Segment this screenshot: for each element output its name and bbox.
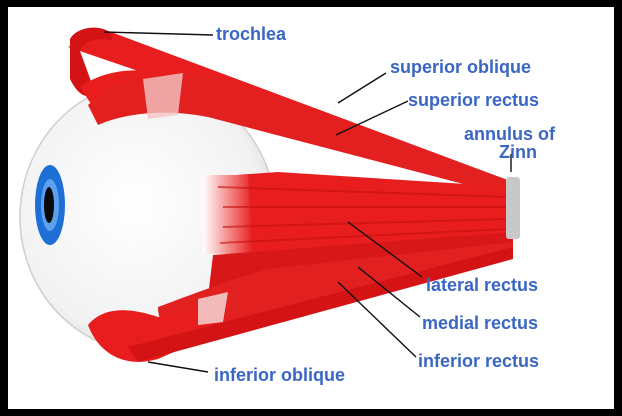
label-inferior-oblique: inferior oblique bbox=[214, 365, 345, 385]
label-annulus-line1: annulus of bbox=[464, 124, 555, 144]
annulus-of-zinn bbox=[506, 177, 520, 239]
superior-rectus-insertion bbox=[143, 73, 183, 119]
pupil bbox=[44, 187, 54, 223]
label-lateral-rectus: lateral rectus bbox=[426, 275, 538, 295]
leader-inferior-oblique bbox=[148, 362, 208, 372]
leader-superior-oblique bbox=[338, 73, 386, 103]
label-inferior-rectus: inferior rectus bbox=[418, 351, 539, 371]
label-superior-oblique: superior oblique bbox=[390, 57, 531, 77]
label-trochlea: trochlea bbox=[216, 24, 286, 44]
label-annulus-line2: Zinn bbox=[499, 142, 537, 162]
leader-trochlea bbox=[104, 32, 213, 35]
diagram-frame: trochlea superior oblique superior rectu… bbox=[8, 7, 614, 409]
label-superior-rectus: superior rectus bbox=[408, 90, 539, 110]
label-medial-rectus: medial rectus bbox=[422, 313, 538, 333]
